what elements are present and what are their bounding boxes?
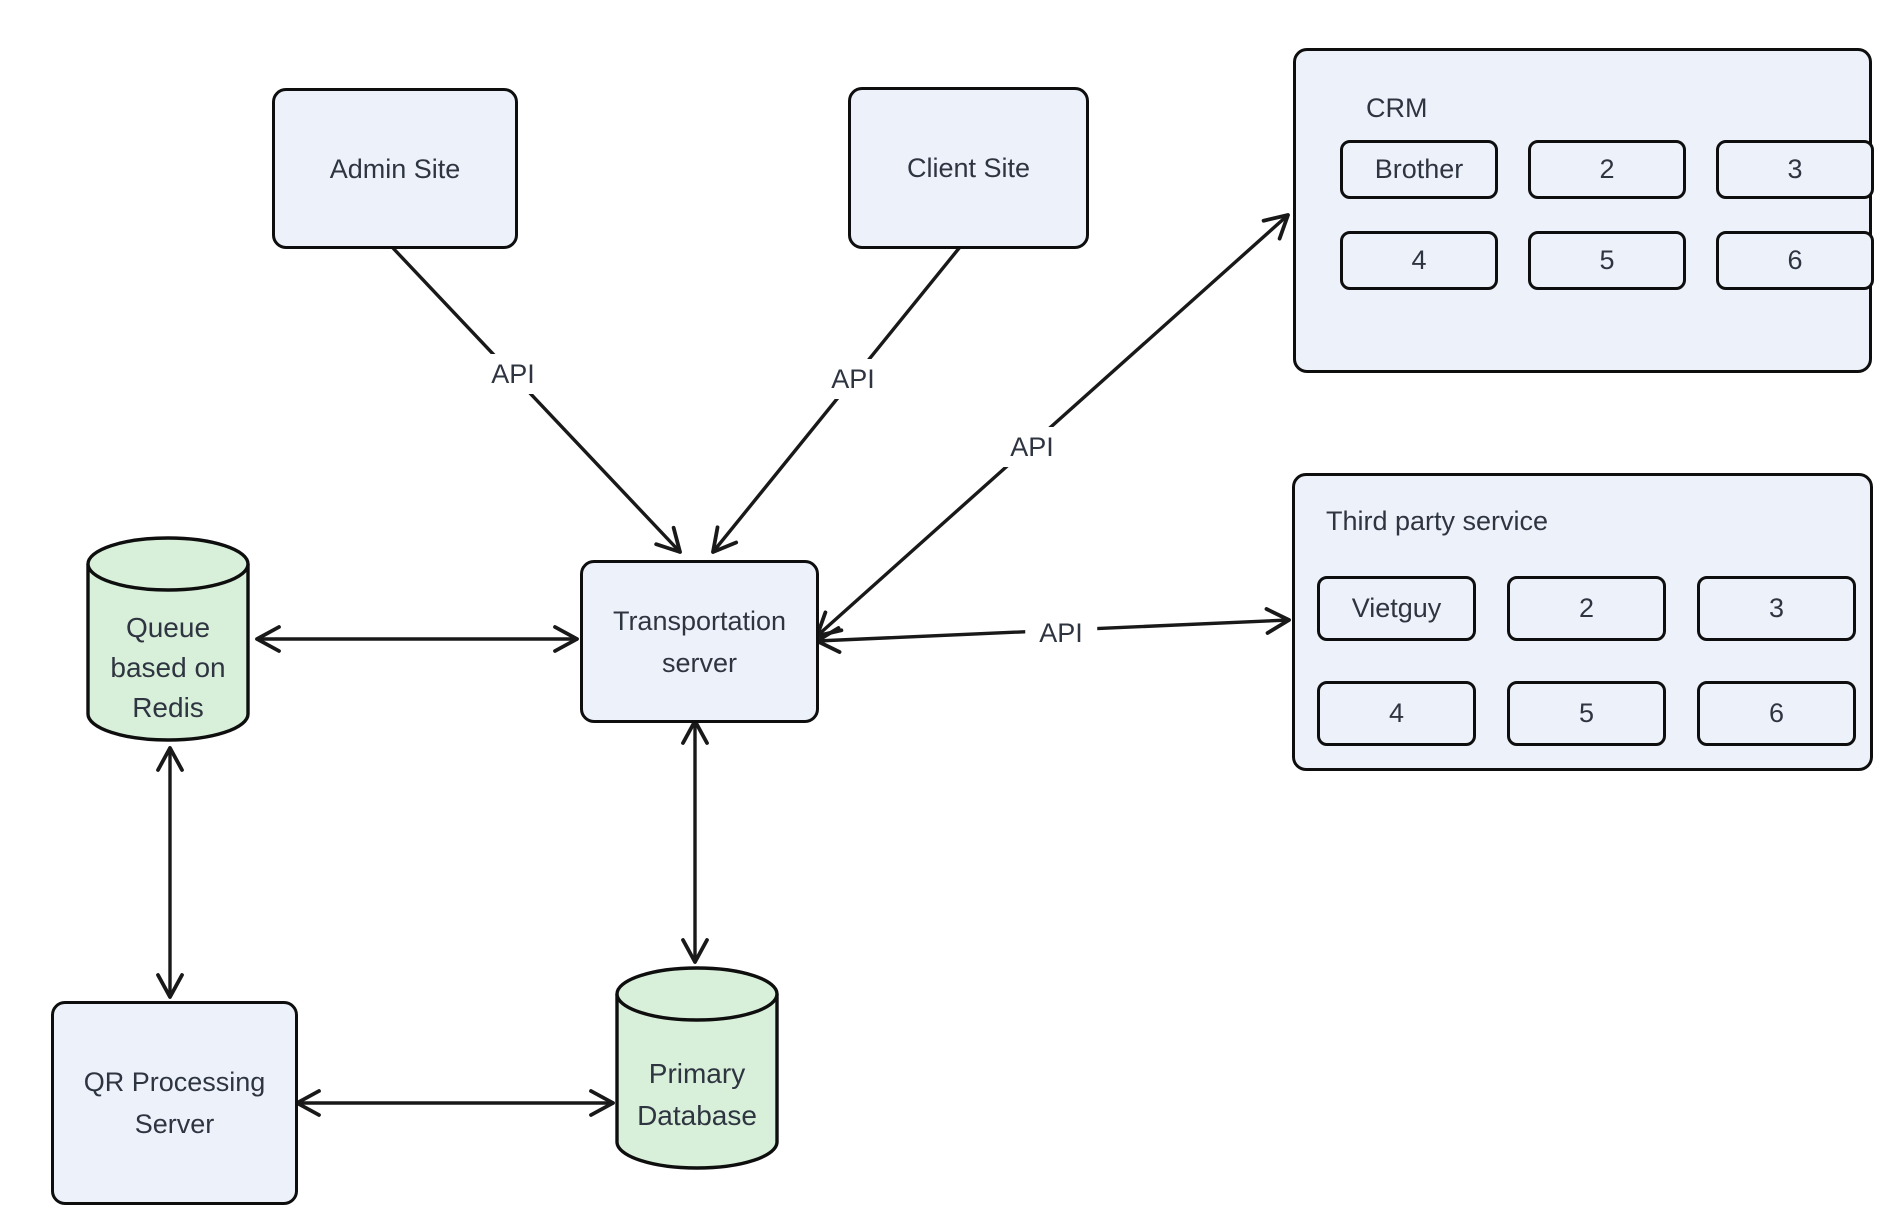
node-qr-processing-server: QR Processing Server	[51, 1001, 298, 1205]
group-third-party-title: Third party service	[1326, 506, 1549, 536]
edge-admin-to-server	[390, 245, 682, 554]
third-party-item-5: 5	[1507, 681, 1666, 746]
node-transportation-server: Transportation server	[580, 560, 819, 723]
crm-item-5: 5	[1528, 231, 1686, 290]
edge-label-client-api: API	[817, 359, 889, 399]
group-third-party-service: Third party service Vietguy 2 3 4 5 6	[1292, 473, 1873, 771]
crm-item-4: 4	[1340, 231, 1498, 290]
third-party-item-4: 4	[1317, 681, 1476, 746]
primary-database-cylinder	[615, 966, 779, 1170]
primary-database-label: Primary Database	[637, 1058, 757, 1131]
edge-label-admin-api: API	[477, 354, 549, 394]
node-transportation-server-label: Transportation server	[612, 605, 787, 678]
third-party-item-vietguy: Vietguy	[1317, 576, 1476, 641]
queue-redis-label: Queue based on Redis	[110, 612, 226, 723]
queue-redis-cylinder	[86, 536, 250, 742]
third-party-item-3: 3	[1697, 576, 1856, 641]
group-crm: CRM Brother 2 3 4 5 6	[1293, 48, 1874, 373]
third-party-item-2: 2	[1507, 576, 1666, 641]
third-party-item-6: 6	[1697, 681, 1856, 746]
edge-client-to-server	[711, 245, 962, 554]
edge-label-third-party-api: API	[1025, 613, 1097, 653]
edge-server-crm	[815, 213, 1290, 638]
node-client-site-label: Client Site	[906, 153, 1031, 183]
node-qr-processing-server-label: QR Processing Server	[83, 1067, 266, 1139]
node-admin-site-label: Admin Site	[329, 153, 461, 184]
edge-label-crm-api: API	[996, 427, 1068, 467]
node-client-site: Client Site	[848, 87, 1089, 249]
crm-item-6: 6	[1716, 231, 1874, 290]
crm-item-3: 3	[1716, 140, 1874, 199]
crm-item-2: 2	[1528, 140, 1686, 199]
crm-item-brother: Brother	[1340, 140, 1498, 199]
group-crm-title: CRM	[1366, 93, 1428, 123]
node-admin-site: Admin Site	[272, 88, 518, 249]
